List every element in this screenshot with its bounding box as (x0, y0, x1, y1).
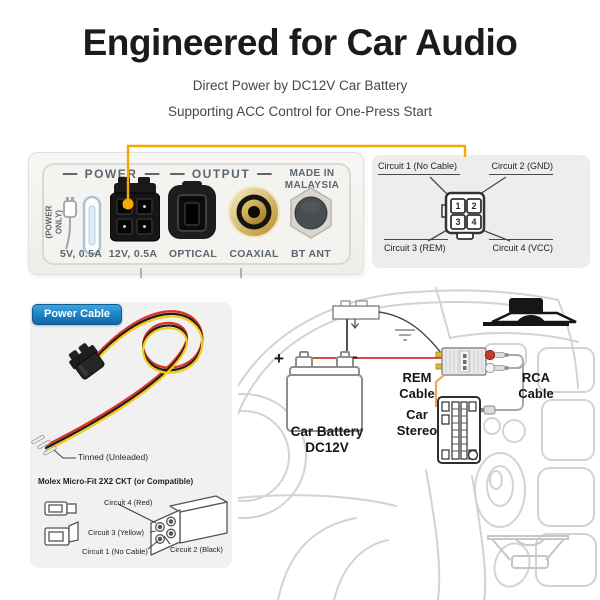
panel-tick-mark (240, 268, 242, 278)
rem-cable-label: REM Cable (399, 370, 435, 401)
pin-number-2: 2 (471, 201, 476, 211)
bt-antenna-icon (290, 187, 332, 239)
port-label-usb: 5V, 0.5A (59, 248, 103, 260)
car-stereo-icon (437, 396, 481, 464)
port-label-bt: BT ANT (291, 248, 331, 260)
power-cable-panel: Power Cable Tinned (Unleaded) Mo (30, 302, 232, 568)
port-label-coaxial: COAXIAL (229, 248, 279, 260)
molex-connector-drawings (44, 495, 228, 556)
speaker-icon (483, 298, 577, 326)
page-title: Engineered for Car Audio (82, 22, 518, 63)
device-rear-panel: POWER OUTPUT MADE IN MALAYSIA (POWER ONL… (28, 152, 364, 275)
cable-connector-icon (68, 343, 105, 380)
dac-device-icon (435, 347, 487, 376)
molex-side-view-icon (44, 501, 77, 516)
pin-number-4: 4 (471, 217, 476, 227)
rca-plugs-icon (484, 349, 509, 374)
rca-cable-line (495, 354, 524, 411)
coaxial-port-icon (228, 186, 280, 238)
car-battery-icon (286, 351, 363, 432)
molex-connector-title: Molex Micro-Fit 2X2 CKT (or Compatible) (38, 477, 194, 486)
dash-rule (62, 172, 78, 176)
cable-circuit3-label: Circuit 3 (Yellow) (88, 528, 144, 537)
car-battery-label: Car Battery DC12V (290, 424, 364, 455)
ground-icon (395, 329, 415, 341)
subtitle-acc: Supporting ACC Control for One-Press Sta… (167, 104, 433, 119)
dash-rule (169, 172, 185, 176)
battery-plus-sign: + (274, 349, 284, 368)
acc-wire (378, 311, 443, 355)
molex-leader-lines (117, 503, 171, 550)
power-cable-illustration (31, 310, 204, 459)
optical-port-icon (168, 181, 216, 239)
pinout-circuit3-label: Circuit 3 (REM) (384, 239, 448, 253)
rca-cable-label: RCA Cable (518, 370, 554, 401)
door-speaker-icon (487, 535, 569, 569)
cable-wires (44, 310, 204, 452)
dc-connector-icon (110, 177, 160, 242)
tinned-leads-icon (31, 434, 57, 456)
rear-panel-faceplate: POWER OUTPUT MADE IN MALAYSIA (POWER ONL… (42, 163, 351, 265)
cable-circuit1-label: Circuit 1 (No Cable) (82, 547, 148, 556)
pin-number-3: 3 (455, 217, 460, 227)
tinned-leader-line (53, 449, 76, 459)
relay-icon (332, 300, 380, 320)
power-cable-badge: Power Cable (32, 304, 123, 325)
usb-c-port-icon (63, 195, 102, 256)
pinout-panel: Circuit 1 (No Cable) Circuit 2 (GND) Cir… (372, 155, 590, 268)
dash-rule (257, 172, 273, 176)
port-label-optical: OPTICAL (168, 248, 218, 260)
dash-rule (144, 172, 160, 176)
install-diagram (238, 284, 600, 600)
rca-stereo-plug (483, 405, 496, 415)
molex-side-view2-icon (44, 520, 79, 546)
cable-circuit4-label: Circuit 4 (Red) (104, 498, 153, 507)
pinout-circuit4-label: Circuit 4 (VCC) (489, 239, 553, 253)
pinout-circuit2-label: Circuit 2 (GND) (489, 161, 553, 175)
rca-stereo-tip (480, 408, 484, 412)
car-stereo-label: Car Stereo (396, 407, 438, 438)
panel-tick-mark (140, 268, 142, 278)
pinout-connector-icon: 1 2 3 4 (427, 176, 511, 242)
red-power-wire (301, 357, 442, 365)
cable-circuit2-label: Circuit 2 (Black) (170, 545, 223, 554)
subtitle-power: Direct Power by DC12V Car Battery (192, 78, 408, 93)
relay-arrow (350, 319, 360, 330)
battery-minus-sign: - (352, 347, 358, 366)
pin-number-1: 1 (455, 201, 460, 211)
output-section-label: OUTPUT (169, 167, 273, 181)
tinned-label: Tinned (Unleaded) (78, 452, 149, 462)
molex-iso-view-icon (150, 495, 228, 556)
port-label-dc: 12V, 0.5A (108, 248, 158, 260)
